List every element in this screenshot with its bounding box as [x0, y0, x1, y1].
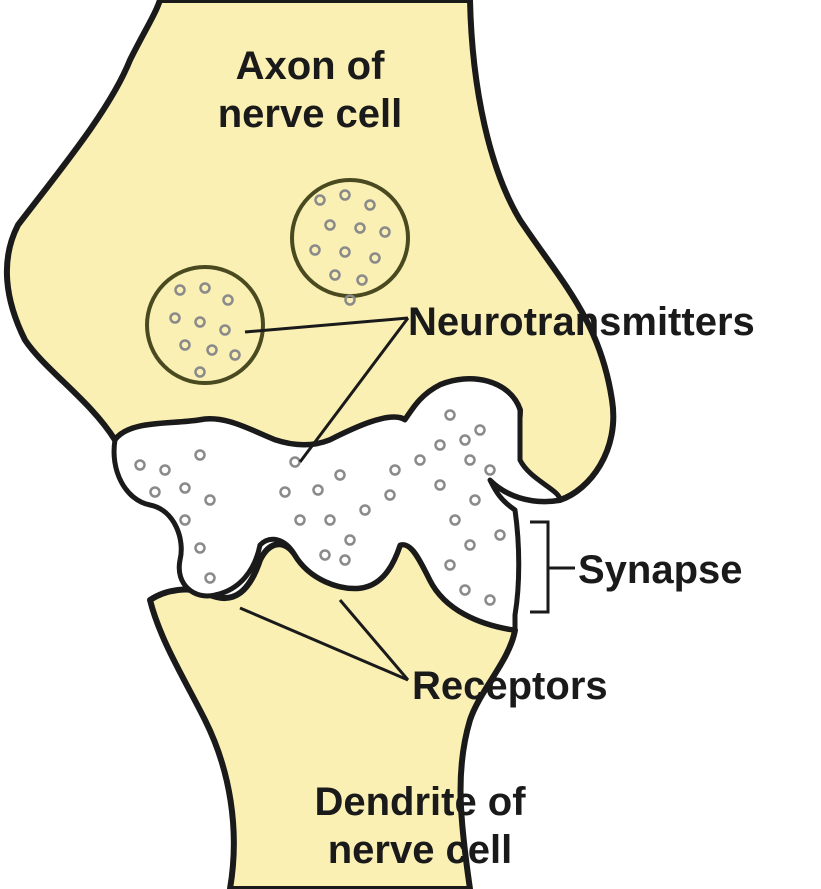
synapse-bracket: [530, 522, 548, 612]
dendrite-label-line2: nerve cell: [260, 826, 580, 874]
synapse-label: Synapse: [578, 550, 743, 590]
dendrite-label-line1: Dendrite of: [260, 778, 580, 826]
axon-label: Axon of nerve cell: [160, 42, 460, 138]
neurotransmitters-label: Neurotransmitters: [408, 302, 755, 342]
axon-label-line2: nerve cell: [160, 90, 460, 138]
dendrite-label: Dendrite of nerve cell: [260, 778, 580, 874]
receptors-label: Receptors: [412, 666, 608, 706]
axon-label-line1: Axon of: [160, 42, 460, 90]
